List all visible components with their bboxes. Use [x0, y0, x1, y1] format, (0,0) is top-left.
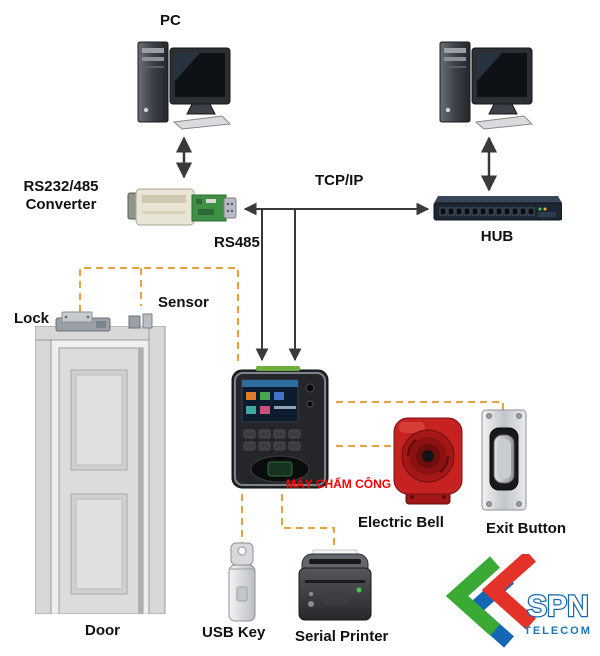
serial-printer-icon	[295, 546, 375, 624]
label-electric-bell: Electric Bell	[358, 514, 444, 531]
logo-subtitle-text: TELECOM	[524, 625, 592, 637]
label-sensor: Sensor	[158, 294, 209, 311]
sensor-icon	[127, 308, 155, 330]
lock-icon	[54, 310, 112, 334]
cable-machine-to-exit-button	[336, 401, 504, 410]
converter-icon	[126, 181, 238, 231]
label-machine: MÁY CHẤM CÔNG	[286, 477, 392, 491]
pc-right-icon	[436, 36, 536, 130]
logo-name-text: SPN	[527, 590, 589, 623]
label-hub: HUB	[480, 228, 514, 245]
label-exit-button: Exit Button	[486, 520, 566, 537]
label-door: Door	[85, 622, 120, 639]
door-icon	[34, 325, 170, 615]
spn-telecom-logo: SPN TELECOM	[443, 550, 595, 648]
label-usb-key: USB Key	[202, 624, 266, 641]
label-converter-line2: Converter	[25, 196, 97, 213]
label-pc: PC	[160, 12, 181, 29]
hub-icon	[432, 194, 563, 224]
exit-button-icon	[479, 408, 529, 512]
cable-machine-to-printer	[281, 494, 335, 546]
attendance-machine-icon	[226, 366, 334, 492]
label-lock: Lock	[14, 310, 50, 327]
pc-left-icon	[134, 36, 234, 130]
label-serial-printer: Serial Printer	[295, 628, 389, 645]
label-converter: RS232/485 Converter	[2, 178, 120, 214]
usb-key-icon	[219, 541, 265, 625]
label-converter-line1: RS232/485	[23, 178, 99, 195]
electric-bell-icon	[392, 416, 464, 508]
label-rs485: RS485	[214, 234, 260, 251]
label-tcpip: TCP/IP	[315, 172, 364, 189]
